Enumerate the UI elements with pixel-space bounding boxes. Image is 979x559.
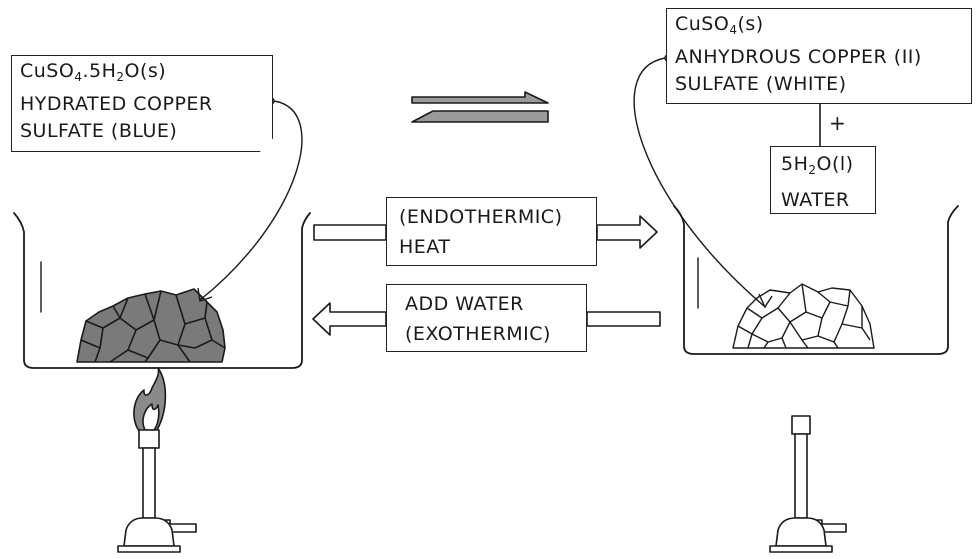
hydrated-name-line1: HYDRATED COPPER (20, 93, 213, 115)
anhydrous-name-line2: SULFATE (WHITE) (675, 73, 847, 95)
unlit-bunsen-burner (769, 415, 847, 553)
plus-sign: + (829, 111, 846, 135)
right-beaker (673, 205, 959, 355)
anhydrous-copper-sulfate-label: CuSO4(s) ANHYDROUS COPPER (II) SULFATE (… (666, 8, 972, 104)
anhydrous-name-line1: ANHYDROUS COPPER (II) (675, 46, 922, 68)
endothermic-heat-box: (ENDOTHERMIC) HEAT (386, 197, 597, 266)
equilibrium-arrows-icon (411, 91, 549, 123)
hydrated-name-line2: SULFATE (BLUE) (20, 120, 178, 142)
anhydrous-formula: CuSO4(s) (675, 13, 764, 37)
water-name: WATER (781, 189, 850, 211)
water-formula: 5H2O(l) (781, 153, 854, 177)
water-label: 5H2O(l) WATER (770, 146, 876, 214)
hydrated-copper-sulfate-label: CuSO4.5H2O(s) HYDRATED COPPER SULFATE (B… (11, 55, 273, 152)
endothermic-text: (ENDOTHERMIC) (399, 206, 563, 228)
reverse-water-arrow (312, 302, 661, 336)
heat-text: HEAT (399, 236, 451, 258)
hydrated-formula: CuSO4.5H2O(s) (20, 60, 167, 84)
exothermic-text: (EXOTHERMIC) (405, 323, 551, 345)
lit-bunsen-burner (117, 367, 197, 553)
add-water-exothermic-box: ADD WATER (EXOTHERMIC) (386, 284, 587, 352)
forward-heat-arrow (313, 215, 658, 249)
add-water-text: ADD WATER (405, 293, 524, 315)
hydrated-crystals (76, 288, 226, 363)
left-beaker (13, 212, 311, 369)
anhydrous-crystals (732, 283, 875, 349)
